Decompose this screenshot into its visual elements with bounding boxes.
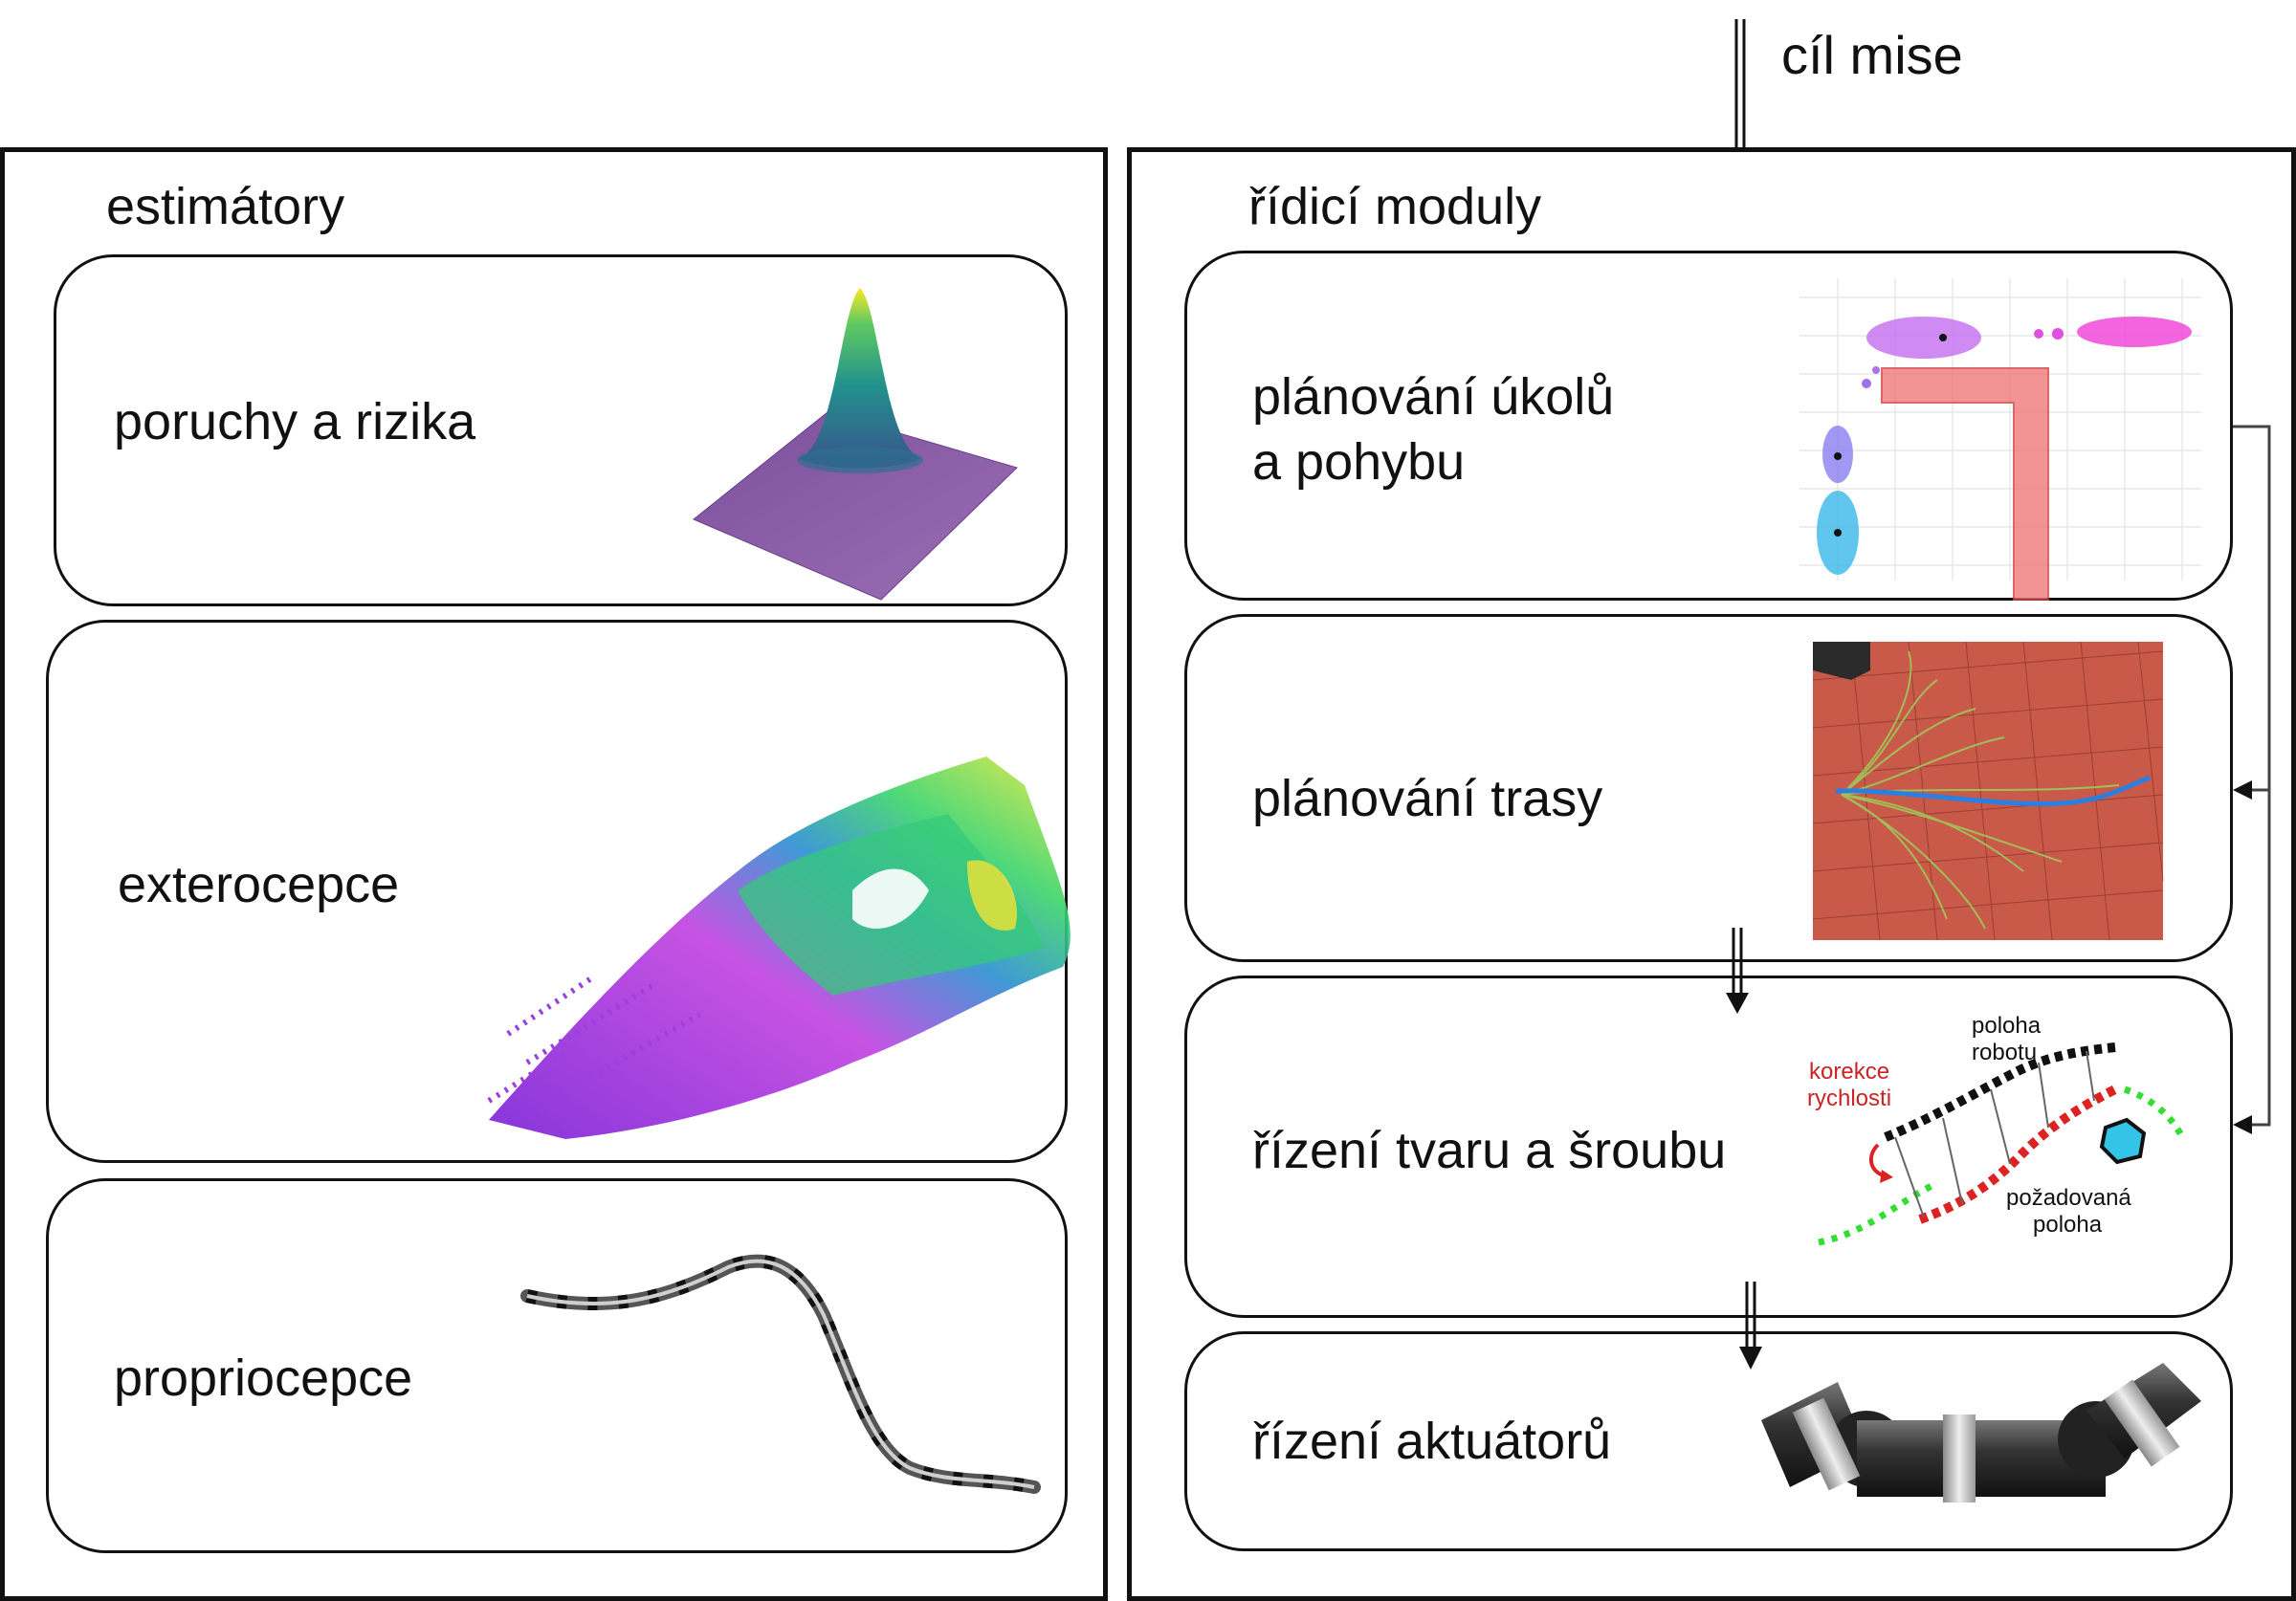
robot-pose-label-line2: robotu — [1972, 1040, 2038, 1065]
snake-robot-icon — [520, 1254, 1041, 1494]
estimators-title: estimátory — [106, 178, 345, 235]
card-label: poruchy a rizika — [114, 393, 476, 450]
desired-pose-label-line1: požadovaná — [2006, 1185, 2131, 1211]
desired-pose-label-line2: poloha — [2033, 1212, 2103, 1238]
card-actuator-control: řízení aktuátorů — [1184, 1331, 2233, 1551]
card-label: plánování trasy — [1252, 770, 1603, 827]
speed-correction-label-line2: rychlosti — [1807, 1086, 1892, 1111]
gaussian-surface-icon — [693, 288, 1018, 601]
card-exteroception: exterocepce — [46, 620, 1071, 1163]
card-proprioception: propriocepce — [46, 1178, 1068, 1553]
card-label: řízení tvaru a šroubu — [1252, 1122, 1727, 1179]
card-label: propriocepce — [114, 1349, 413, 1407]
mission-goal-label: cíl mise — [1781, 25, 1963, 85]
card-label: řízení aktuátorů — [1252, 1413, 1612, 1470]
robot-pose-label-line1: poloha — [1972, 1013, 2042, 1039]
path-planning-map-icon — [1812, 641, 2164, 941]
card-disturbances-risks: poruchy a rizika — [54, 254, 1068, 606]
card-shape-screw-control: řízení tvaru a šroubu poloha robotu kore… — [1184, 976, 2233, 1318]
card-label-line1: plánování úkolů — [1252, 368, 1615, 426]
robot-module-icon — [1761, 1363, 2201, 1502]
card-label-line2: a pohybu — [1252, 433, 1466, 491]
card-path-planning: plánování trasy — [1184, 614, 2233, 962]
point-cloud-map-icon — [487, 757, 1071, 1139]
control-modules-title: řídicí moduly — [1248, 178, 1542, 235]
task-planning-plot-icon — [1799, 278, 2201, 601]
card-task-motion-planning: plánování úkolů a pohybu — [1184, 251, 2233, 601]
speed-correction-label-line1: korekce — [1809, 1059, 1890, 1085]
shape-control-illustration — [1818, 1042, 2186, 1246]
card-label: exterocepce — [118, 856, 400, 913]
